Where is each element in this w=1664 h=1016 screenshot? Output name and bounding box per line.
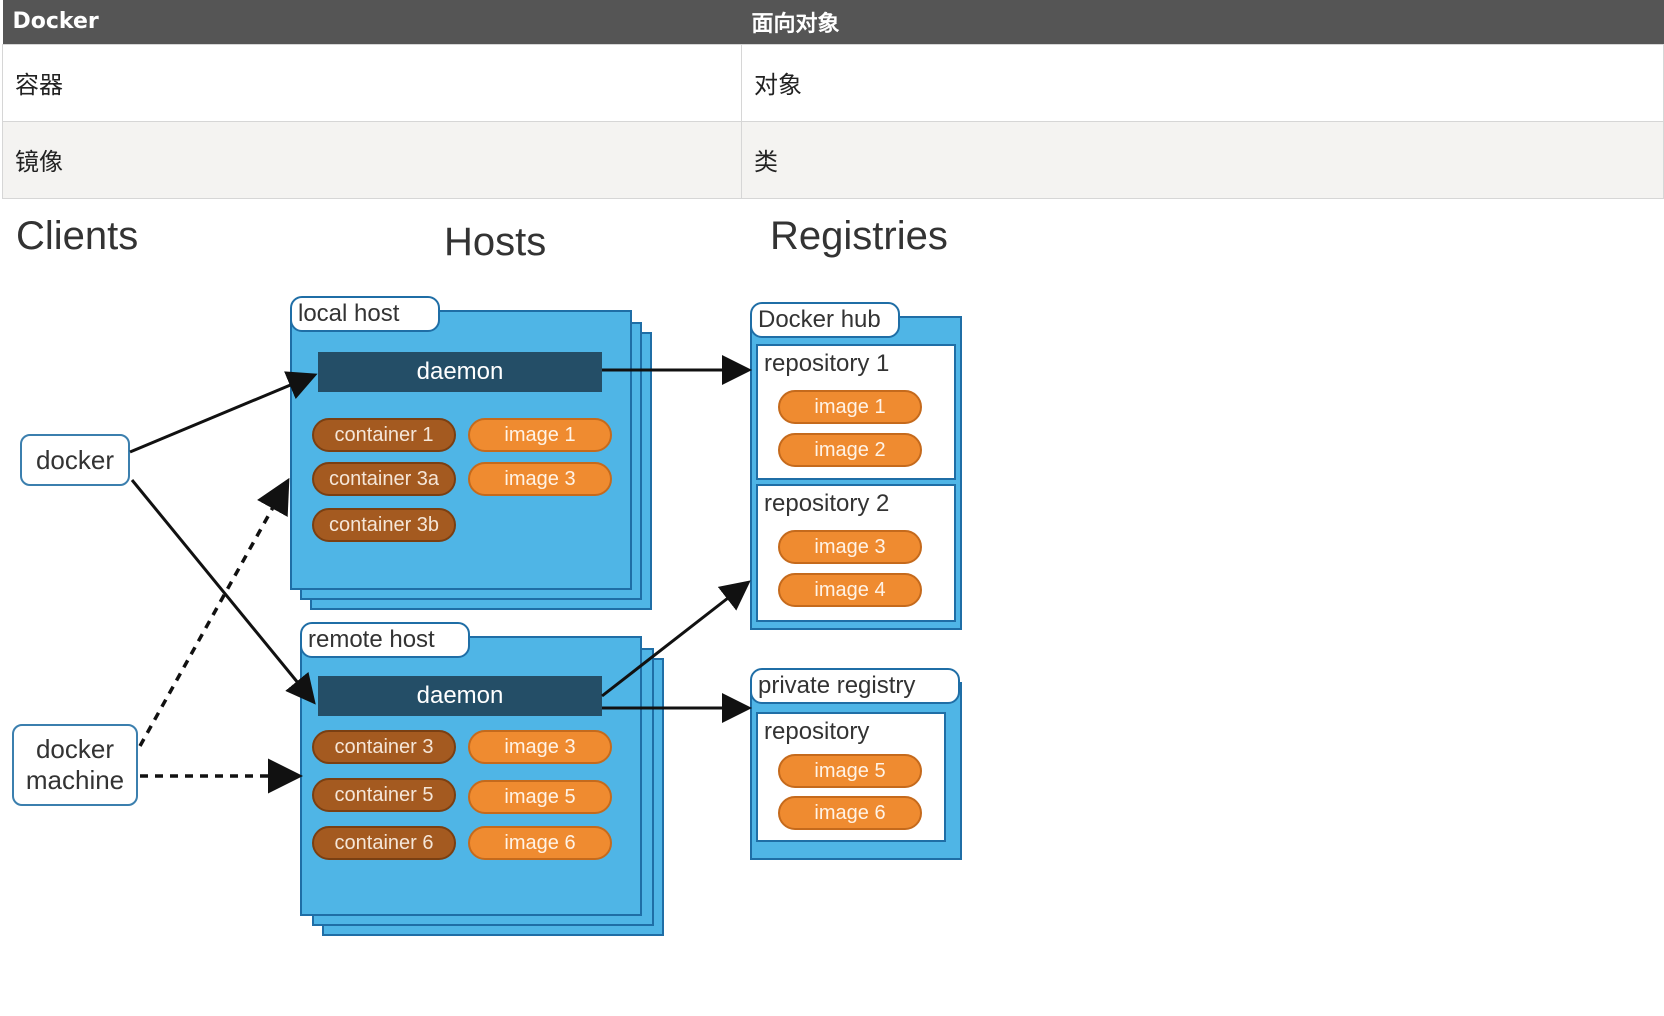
connection-arrows (129, 355, 752, 794)
arrow-remote-daemon-to-hub (601, 580, 751, 698)
local-daemon: daemon (318, 352, 602, 392)
docker-architecture-diagram: Clients Hosts Registries local host daem… (0, 200, 1000, 1000)
table-cell: 对象 (741, 43, 1664, 122)
private-image-6: image 6 (778, 796, 922, 830)
table-header-row: Docker 面向对象 (2, 0, 1664, 44)
local-image-1: image 1 (468, 418, 612, 452)
repository-1-label: repository 1 (764, 350, 890, 377)
arrow-machine-to-local-host (138, 477, 290, 747)
docker-machine-line1: docker (35, 734, 115, 764)
arrow-docker-to-local-daemon (129, 371, 318, 454)
remote-host-label: remote host (300, 622, 470, 658)
hosts-heading: Hosts (444, 220, 547, 264)
remote-daemon: daemon (318, 676, 602, 716)
table-row: 镜像 类 (2, 120, 1664, 199)
local-host-label: local host (290, 296, 440, 332)
private-registry-label: private registry (750, 668, 960, 704)
table-header-docker: Docker (2, 0, 742, 44)
hub-image-3: image 3 (778, 530, 922, 564)
registries-heading: Registries (770, 214, 948, 258)
docker-hub-label: Docker hub (750, 302, 900, 338)
remote-image-3: image 3 (468, 730, 612, 764)
local-container-3a: container 3a (312, 462, 456, 496)
docker-client: docker (20, 434, 130, 486)
hub-image-2: image 2 (778, 433, 922, 467)
remote-container-6: container 6 (312, 826, 456, 860)
table-row: 容器 对象 (2, 43, 1664, 122)
local-container-1: container 1 (312, 418, 456, 452)
table-cell: 镜像 (2, 120, 742, 199)
private-repository-label: repository (764, 718, 870, 745)
remote-container-3: container 3 (312, 730, 456, 764)
local-image-3: image 3 (468, 462, 612, 496)
table-header-oop: 面向对象 (741, 0, 1664, 44)
docker-machine-line2: machine (25, 765, 125, 795)
hub-image-4: image 4 (778, 573, 922, 607)
comparison-table: Docker 面向对象 容器 对象 镜像 类 (2, 0, 1664, 199)
repository-2-label: repository 2 (764, 490, 890, 517)
remote-image-5: image 5 (468, 780, 612, 814)
hub-image-1: image 1 (778, 390, 922, 424)
remote-image-6: image 6 (468, 826, 612, 860)
table-cell: 容器 (2, 43, 742, 122)
clients-heading: Clients (16, 214, 139, 258)
arrow-docker-to-remote-daemon (130, 479, 316, 705)
private-image-5: image 5 (778, 754, 922, 788)
table-cell: 类 (741, 120, 1664, 199)
local-container-3b: container 3b (312, 508, 456, 542)
remote-container-5: container 5 (312, 778, 456, 812)
docker-machine-client: docker machine (12, 724, 138, 806)
